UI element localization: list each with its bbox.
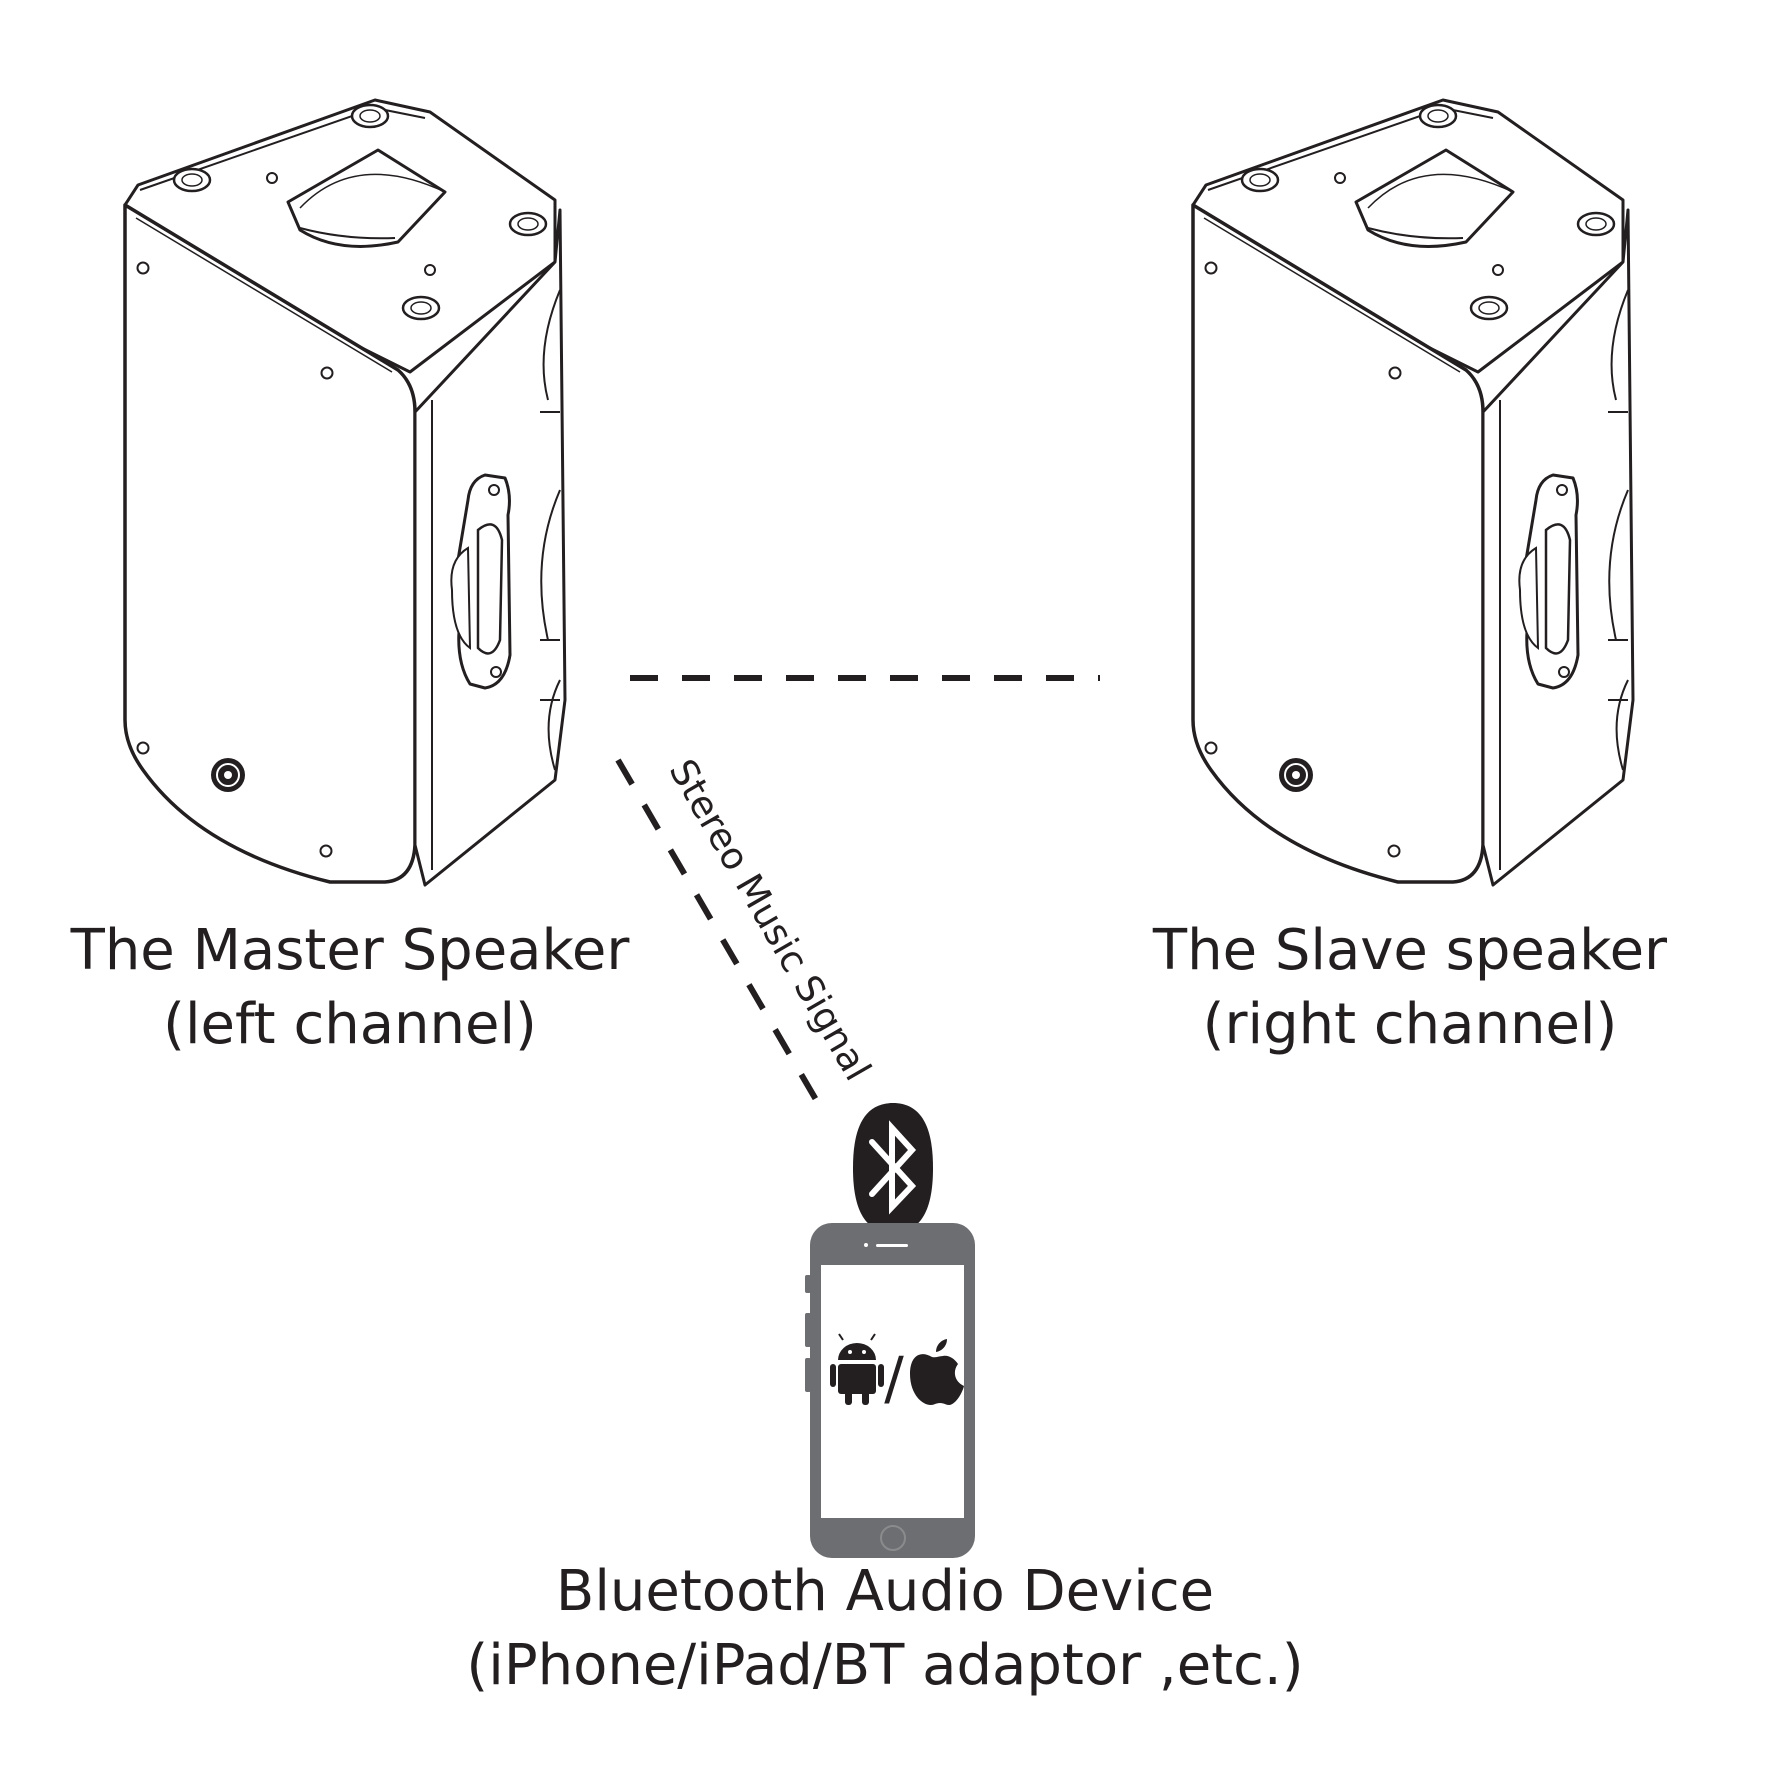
apple-icon [910, 1339, 964, 1405]
master-speaker-title: The Master Speaker [70, 918, 630, 983]
slave-speaker-caption: The Slave speaker (right channel) [1100, 914, 1720, 1062]
master-speaker-caption: The Master Speaker (left channel) [40, 914, 660, 1062]
bluetooth-device-title: Bluetooth Audio Device [555, 1559, 1215, 1624]
bluetooth-icon [853, 1103, 933, 1233]
bluetooth-signal-line [615, 758, 825, 1112]
os-separator: / [884, 1344, 904, 1412]
slave-speaker-title: The Slave speaker [1152, 918, 1668, 983]
slave-speaker-illustration [1191, 98, 1635, 887]
master-speaker-channel: (left channel) [163, 992, 537, 1057]
master-speaker-illustration [123, 98, 567, 887]
slave-speaker-channel: (right channel) [1202, 992, 1618, 1057]
bluetooth-device-examples: (iPhone/iPad/BT adaptor ,etc.) [466, 1633, 1304, 1698]
bluetooth-device-caption: Bluetooth Audio Device (iPhone/iPad/BT a… [380, 1555, 1390, 1703]
android-icon [830, 1333, 884, 1405]
